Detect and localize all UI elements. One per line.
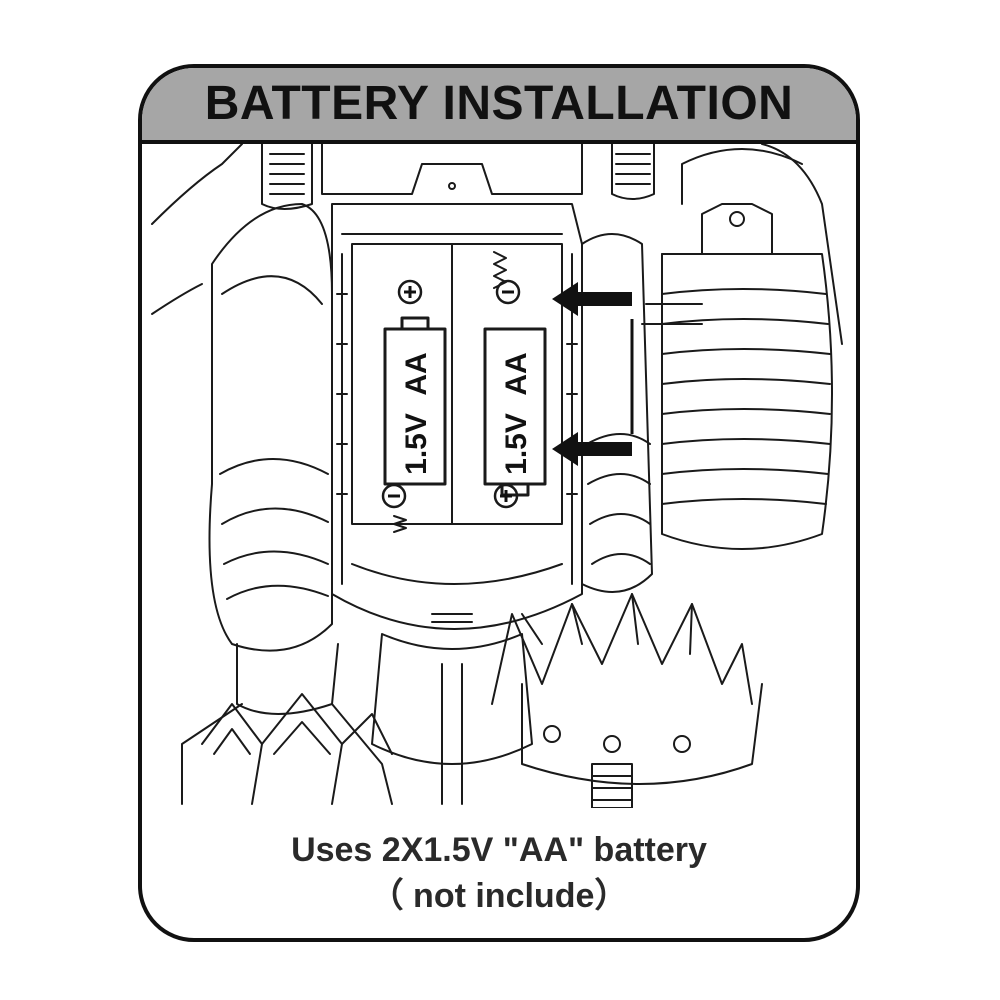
page-title: BATTERY INSTALLATION	[204, 77, 794, 130]
battery-1	[383, 316, 447, 486]
right-leg-drawing	[491, 144, 843, 808]
minus-icon	[381, 483, 407, 509]
battery-cover-drawing	[661, 253, 833, 550]
battery-requirement-text: Uses 2X1.5V "AA" battery	[291, 831, 707, 869]
battery-installation-card: BATTERY INSTALLATION	[138, 64, 860, 942]
not-included-note: （ not include）	[369, 877, 629, 915]
minus-icon	[495, 279, 521, 305]
battery-2	[483, 327, 547, 497]
compartment-housing-drawing	[321, 144, 583, 805]
battery-1-voltage: 1.5V	[400, 413, 433, 475]
left-leg-drawing	[151, 144, 393, 805]
toy-battery-compartment-illustration: AA 1.5V AA 1.5V	[151, 144, 843, 808]
battery-1-type: AA	[400, 352, 433, 395]
battery-2-voltage: 1.5V	[500, 413, 533, 475]
spring-icon	[393, 515, 407, 533]
plus-icon	[493, 483, 519, 509]
arrow-left-icon	[552, 282, 632, 316]
title-bar: BATTERY INSTALLATION	[142, 68, 856, 144]
arrow-left-icon	[552, 432, 632, 466]
plus-icon	[397, 279, 423, 305]
battery-2-type: AA	[500, 352, 533, 395]
